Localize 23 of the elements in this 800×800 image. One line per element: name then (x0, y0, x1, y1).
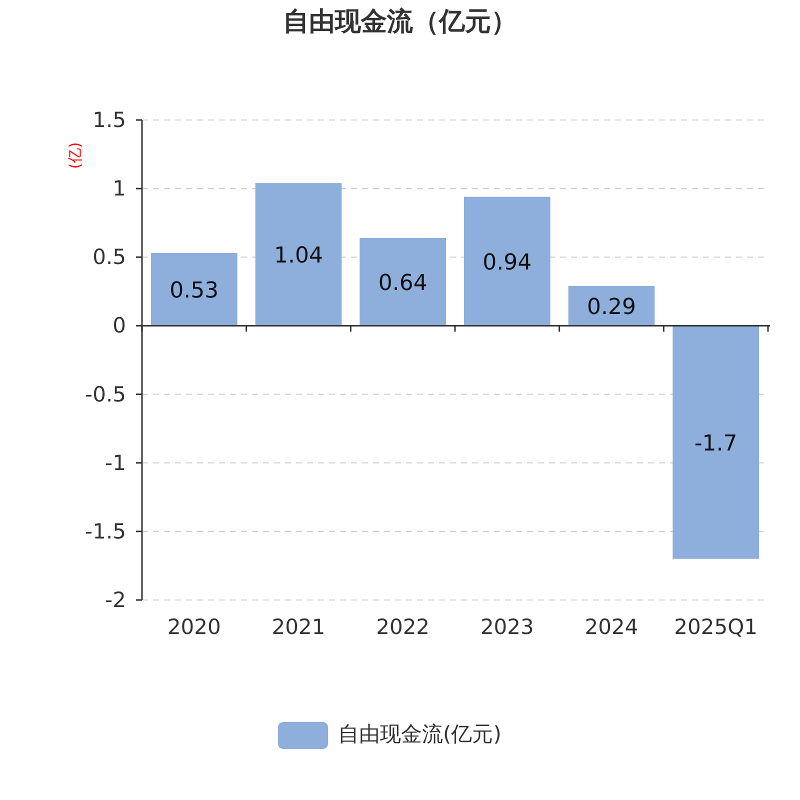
x-tick-label: 2023 (480, 615, 534, 639)
data-label: 0.53 (170, 278, 219, 304)
y-tick-label: -1 (105, 450, 126, 475)
x-tick-label: 2021 (272, 615, 326, 639)
x-tick-label: 2025Q1 (674, 615, 758, 639)
data-label: 1.04 (274, 243, 323, 268)
y-tick-label: 0 (112, 314, 126, 338)
data-label: 0.64 (378, 270, 428, 296)
legend-label: 自由现金流(亿元) (338, 721, 502, 748)
y-tick-label: -1.5 (85, 519, 126, 544)
axis-title: (亿) (66, 142, 85, 169)
chart-title: 自由现金流（亿元） (282, 6, 518, 39)
x-tick-label: 2024 (584, 615, 638, 639)
y-tick-label: -2 (105, 588, 126, 612)
data-label: -1.7 (694, 431, 738, 456)
x-tick-label: 2020 (167, 615, 221, 639)
y-tick-label: 1 (112, 176, 126, 201)
x-tick-label: 2022 (376, 615, 430, 639)
y-tick-label: 1.5 (92, 108, 126, 132)
y-tick-label: 0.5 (92, 245, 126, 270)
y-tick-label: -0.5 (85, 382, 126, 406)
data-label: 0.29 (587, 294, 636, 320)
data-label: 0.94 (482, 250, 532, 276)
